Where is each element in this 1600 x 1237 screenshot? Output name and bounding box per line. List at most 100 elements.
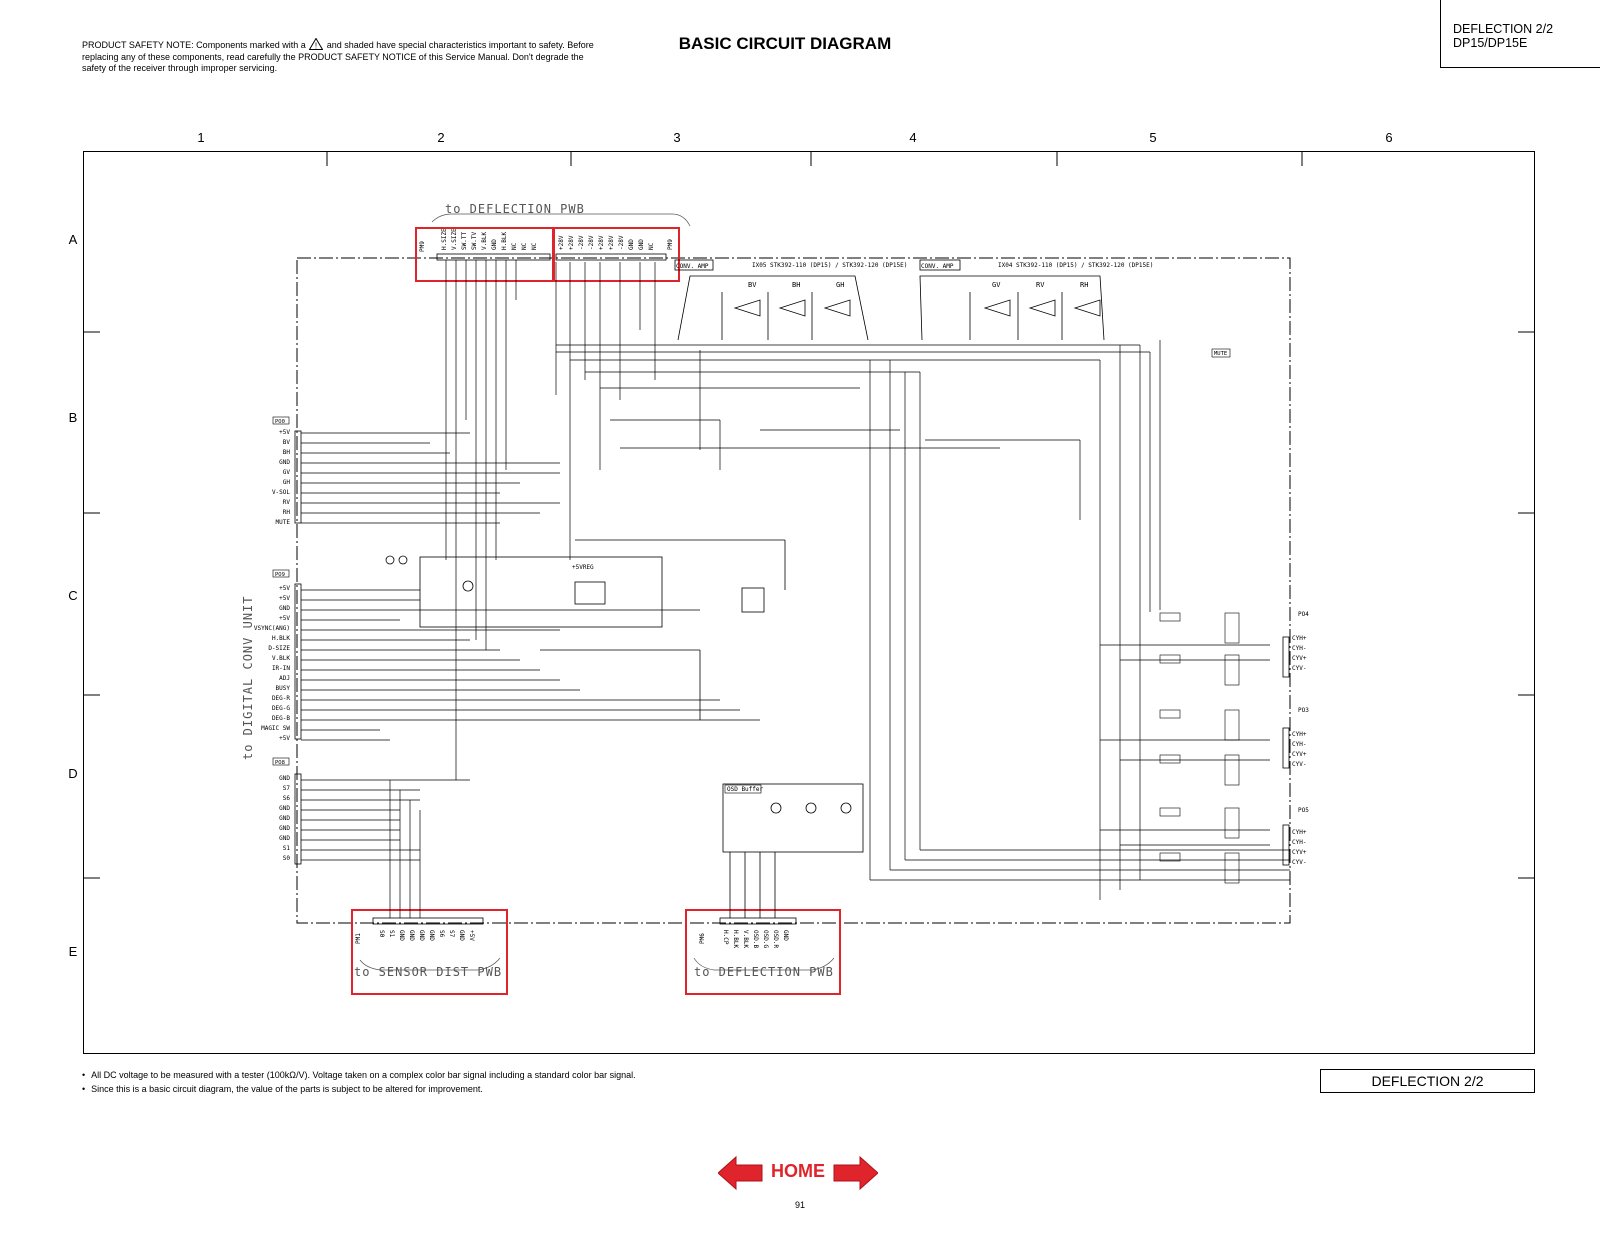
grid-row-a: A [68,232,78,247]
model-number: DP15/DP15E [1453,36,1528,50]
po9-pin-5: VSYNC(ANG) [254,625,290,632]
br-pin-5: OSD.G [762,930,769,948]
safety-note-before: PRODUCT SAFETY NOTE: Components marked w… [82,40,306,50]
po8-pin-4: GND [279,805,290,812]
bl-pin-6: GND [428,930,435,941]
po0-pin-5: GV [283,469,291,476]
br-pin-7: GND [782,930,789,941]
po9-pin-14: DEG-B [272,715,290,722]
top-left-connector: PM9 H.SIZE V.SIZE SW.TT SW.TV V.BLK GND … [419,228,551,261]
tl-pin-7: H.BLK [501,232,508,250]
bottom-right-connector: PM6 H.CP H.BLK V.BLK OSD.B OSD.G OSD.R G… [693,917,835,979]
frame-ticks [83,151,1535,879]
po0-pin-9: RH [283,509,291,516]
right-conn-2-id: PO3 [1298,707,1309,714]
vertical-drops [389,260,517,918]
bl-pin-10: +5V [468,930,475,941]
rc2-pin-4: CYV- [1292,761,1306,768]
po9-pin-1: +5V [279,585,290,592]
po8-pin-5: GND [279,815,290,822]
po8-pin-7: GND [279,835,290,842]
grid-row-e: E [68,944,78,959]
rc3-pin-1: CYH+ [1292,829,1307,836]
safety-note: PRODUCT SAFETY NOTE: Components marked w… [82,38,602,75]
br-caption: to DEFLECTION PWB [694,965,834,979]
po9-pin-4: +5V [279,615,290,622]
page-title: BASIC CIRCUIT DIAGRAM [678,34,892,53]
svg-text:!: ! [315,42,317,51]
conv-amp-left-label: CONV. AMP [676,263,709,270]
br-pin-6: OSD.R [772,930,779,948]
grid-row-c: C [68,588,78,603]
tr-pin-5: +28V [598,235,605,250]
po0-pin-7: V-SOL [272,489,290,496]
bl-pin-9: GND [458,930,465,941]
rc3-pin-3: CYV+ [1292,849,1307,856]
rc1-pin-4: CYV- [1292,665,1306,672]
notes: All DC voltage to be measured with a tes… [82,1068,636,1096]
rc2-pin-2: CYH- [1292,741,1306,748]
top-right-connector: +28V +28V -28V -28V +28V +28V -28V GND G… [555,235,674,261]
po0-pin-3: BH [283,449,291,456]
home-button[interactable]: HOME [717,1155,879,1191]
po9-pin-3: GND [279,605,290,612]
amp-label-bv: BV [748,281,757,289]
po0-pin-2: BV [283,439,291,446]
right-conn-3-id: PO5 [1298,807,1309,814]
po8-pin-8: S1 [283,845,291,852]
rc3-pin-4: CYV- [1292,859,1306,866]
rc3-pin-2: CYH- [1292,839,1306,846]
bl-pin-3: GND [398,930,405,941]
po9-pin-13: DEG-G [272,705,290,712]
po9-pin-6: H.BLK [272,635,290,642]
right-conn-1-id: PO4 [1298,611,1309,618]
note-1: All DC voltage to be measured with a tes… [82,1068,636,1082]
rc2-pin-1: CYH+ [1292,731,1307,738]
connector-po9: PO9 +5V +5V GND +5V VSYNC(ANG) H.BLK D-S… [254,569,760,742]
top-right-connector-id: PM9 [667,239,674,250]
po0-pin-1: +5V [279,429,290,436]
ic-left-label: IX05 STK392-110 (DP15) / STK392-120 (DP1… [752,262,907,269]
bl-pin-4: GND [408,930,415,941]
po0-pin-8: RV [283,499,291,506]
po9-pin-10: ADJ [279,675,290,682]
home-label[interactable]: HOME [771,1161,825,1181]
tl-pin-8: NC [511,242,518,250]
model-box: DEFLECTION 2/2 DP15/DP15E [1440,0,1600,68]
highlight-bottom-right [685,909,841,995]
po9-pin-15: MAGIC SW [261,725,290,732]
right-connectors: PO4 PO3 PO5 CYH+ CYH- CYV+ CYV- CYH+ CYH… [1159,611,1309,884]
model-section-label: DEFLECTION 2/2 [1453,22,1554,36]
warning-triangle-icon: ! [309,38,324,51]
po9-pin-2: +5V [279,595,290,602]
amp-label-gv: GV [992,281,1001,289]
grid-column-6: 6 [1385,130,1393,145]
po8-id: PO8 [275,760,285,766]
tr-pin-2: +28V [568,235,575,250]
tl-pin-3: SW.TT [461,232,468,250]
tl-pin-1: H.SIZE [441,228,448,250]
mute-label: MUTE [1214,351,1227,357]
rc1-pin-3: CYV+ [1292,655,1307,662]
safety-note-after: and shaded have special characteristics … [82,40,594,73]
diagram-frame [83,151,1535,1054]
po9-pin-12: DEG-R [272,695,290,702]
board-outline [296,257,1291,924]
highlight-top-right [553,227,680,282]
po0-pin-4: GND [279,459,290,466]
regulator-area [385,539,786,720]
grid-row-b: B [68,410,78,425]
tr-pin-9: GND [638,239,645,250]
tl-pin-6: GND [491,239,498,250]
grid-column-5: 5 [1149,130,1157,145]
br-pin-2: H.BLK [732,930,739,948]
po8-pin-9: S0 [283,855,291,862]
br-pin-3: V.BLK [742,930,749,948]
conv-amp-right-label: CONV. AMP [921,263,954,270]
tl-pin-10: NC [531,242,538,250]
bl-pin-7: S6 [438,930,445,938]
tl-pin-9: NC [521,242,528,250]
po8-pin-6: GND [279,825,290,832]
footer-section-label: DEFLECTION 2/2 [1320,1069,1535,1093]
